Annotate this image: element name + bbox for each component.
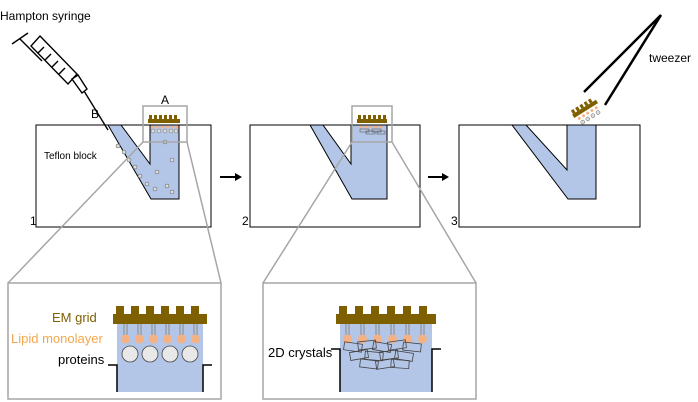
- lipid-heads-1: [121, 334, 200, 344]
- syringe-label: Hampton syringe: [0, 9, 91, 23]
- zoom-frame-2: [351, 105, 393, 143]
- em-grid-zoom-1: [113, 306, 207, 324]
- tweezer-label: tweezer: [649, 51, 691, 65]
- proteins-label: proteins: [58, 352, 105, 367]
- marker-a: A: [161, 93, 169, 107]
- em-grid-mini-1: [148, 115, 180, 134]
- teflon-block-3: [458, 124, 641, 228]
- arrow-1-icon: [220, 173, 242, 181]
- teflon-label: Teflon block: [44, 151, 98, 162]
- step-1-label: 1: [30, 214, 37, 228]
- zoom-panel-2: 2D crystals: [262, 282, 477, 400]
- marker-b: B: [91, 107, 99, 121]
- lipid-tails-1: [123, 324, 198, 335]
- teflon-block-2: [249, 124, 421, 228]
- channel-2: [309, 124, 388, 200]
- crystals-label: 2D crystals: [268, 345, 333, 360]
- em-grid-zoom-2: [336, 306, 436, 324]
- panel-3: tweezer 3: [451, 14, 691, 228]
- panel-1: Hampton syringe B A Teflon block 1: [0, 9, 212, 228]
- arrow-2-icon: [428, 173, 449, 181]
- channel-1: [107, 124, 180, 200]
- zoom-connectors: [7, 141, 477, 284]
- panel-2: 2: [242, 105, 421, 228]
- lipid-label: Lipid monolayer: [11, 331, 103, 346]
- em-grid-tweezer: [570, 98, 601, 125]
- tweezer-icon: [583, 14, 663, 106]
- lipid-tails-2: [345, 324, 425, 335]
- step-2-label: 2: [242, 214, 249, 228]
- em-grid-mini-2: [357, 115, 387, 135]
- step-3-label: 3: [451, 214, 458, 228]
- channel-3: [510, 124, 597, 200]
- zoom-frame-1: [142, 105, 188, 143]
- hampton-syringe-icon: [11, 32, 109, 131]
- protein-blobs: [121, 345, 199, 363]
- zoom-panel-1: EM grid Lipid monolayer proteins: [7, 282, 222, 400]
- em-grid-label: EM grid: [52, 310, 97, 325]
- crystal-lattice: [343, 339, 422, 370]
